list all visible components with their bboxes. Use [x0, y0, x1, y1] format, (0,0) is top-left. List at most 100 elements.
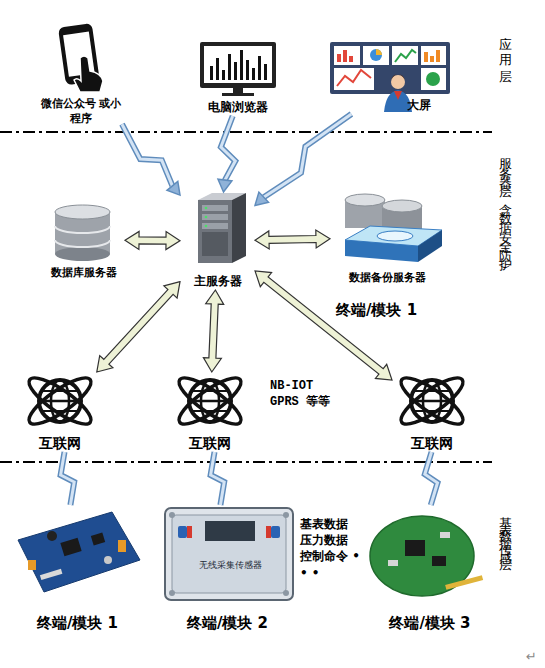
node-text: 数据库服务器	[51, 266, 117, 280]
node-text: 终端/模块 1	[37, 614, 118, 634]
arrow-head	[218, 179, 232, 192]
internet-node: 互联网	[20, 372, 100, 452]
screw	[169, 512, 175, 518]
globe-icon	[173, 371, 246, 431]
magnet	[187, 526, 192, 538]
node-text: 微信公众号 或小程序	[40, 97, 122, 126]
block-arrow	[125, 231, 180, 249]
hand-icon	[74, 56, 103, 92]
double-arrow	[255, 230, 330, 249]
node-text: 互联网	[411, 434, 453, 452]
internet-node: 互联网	[170, 372, 250, 452]
magnet	[266, 526, 271, 538]
screen-panel	[421, 46, 446, 65]
mini-line	[395, 50, 416, 62]
chip	[405, 540, 425, 556]
database-icon	[55, 205, 110, 261]
server-icon	[198, 193, 246, 263]
block-arrow	[97, 282, 180, 372]
drive-bay	[202, 223, 228, 229]
phone-node: 微信公众号 或小程序	[40, 22, 122, 126]
bar-chart	[210, 50, 267, 80]
pcb-green	[370, 516, 483, 596]
screen-panel	[363, 46, 389, 65]
server-side	[232, 193, 246, 263]
node-text: 主服务器	[194, 274, 242, 290]
database-node: 数据库服务器	[42, 200, 125, 280]
bolt-fill	[61, 452, 75, 505]
capacitor	[28, 560, 36, 570]
server-node: 主服务器	[180, 192, 255, 290]
globe-icon	[23, 371, 96, 431]
arrow-head	[255, 192, 269, 205]
device-text: 无线采集传感器	[190, 560, 270, 571]
bolt-outline	[221, 116, 235, 180]
magnet	[271, 526, 280, 538]
terminal-node: 终端/模块 1	[10, 505, 145, 633]
disk-top	[345, 194, 385, 206]
disk-platter	[377, 231, 413, 241]
status-led	[205, 216, 208, 219]
connector	[40, 569, 63, 580]
drive-bay	[202, 214, 228, 220]
monitor-frame	[200, 42, 276, 88]
disk-top	[382, 200, 422, 212]
block-arrow	[255, 230, 330, 249]
chip	[60, 538, 81, 557]
monitor-stand	[233, 88, 243, 93]
bolt-fill	[211, 452, 225, 505]
bolt-outline	[61, 452, 75, 505]
bolt-fill	[264, 114, 352, 197]
wireless-bolt	[255, 114, 351, 205]
component	[104, 556, 112, 564]
mini-chart	[424, 50, 440, 62]
mini-chart	[337, 50, 353, 62]
big-screen-icon	[330, 42, 450, 112]
double-arrow	[125, 231, 180, 249]
layer-label: 服务器层（含数据安全防护）	[497, 148, 515, 265]
layer-divider	[0, 131, 492, 133]
chip	[91, 532, 105, 545]
backup-side	[418, 230, 442, 262]
node-text: 终端/模块 2	[187, 614, 268, 634]
node-text: 互联网	[189, 434, 231, 452]
big-screen-node: 大屏	[328, 38, 455, 114]
screw	[283, 512, 289, 518]
backup-icon	[345, 194, 442, 262]
layer-label: 应用层	[497, 26, 515, 77]
chip	[432, 556, 446, 566]
node-text: 电脑浏览器	[208, 100, 268, 116]
mini-pie	[426, 72, 440, 86]
magnet	[178, 526, 187, 538]
wireless-bolt	[122, 124, 180, 195]
pcb-board	[18, 512, 140, 592]
antenna	[445, 575, 483, 590]
mini-pie	[376, 49, 382, 55]
db-top	[55, 205, 110, 219]
block-arrow	[255, 271, 392, 380]
screen-panel	[392, 46, 418, 65]
bolt-outline	[211, 452, 225, 505]
capacitor	[118, 540, 126, 552]
globe-icon	[395, 371, 468, 431]
status-led	[205, 225, 208, 228]
server-panel	[202, 232, 228, 256]
backup-front	[345, 240, 418, 262]
box-face	[172, 515, 286, 593]
sensor-box	[165, 508, 293, 600]
bolt-outline	[122, 124, 172, 186]
person-hair	[391, 74, 405, 80]
wireless-bolt	[211, 452, 225, 505]
person-tie	[394, 91, 402, 100]
db-bottom	[55, 247, 110, 261]
phone-icon	[58, 23, 103, 92]
terminal-node: 终端/模块 3	[365, 505, 495, 633]
component	[388, 560, 398, 566]
monitor-icon	[200, 42, 276, 96]
component	[440, 532, 450, 538]
node-text: 互联网	[39, 434, 81, 452]
monitor-screen	[204, 46, 272, 83]
layer-divider	[0, 461, 492, 463]
bolt-fill	[425, 452, 438, 505]
